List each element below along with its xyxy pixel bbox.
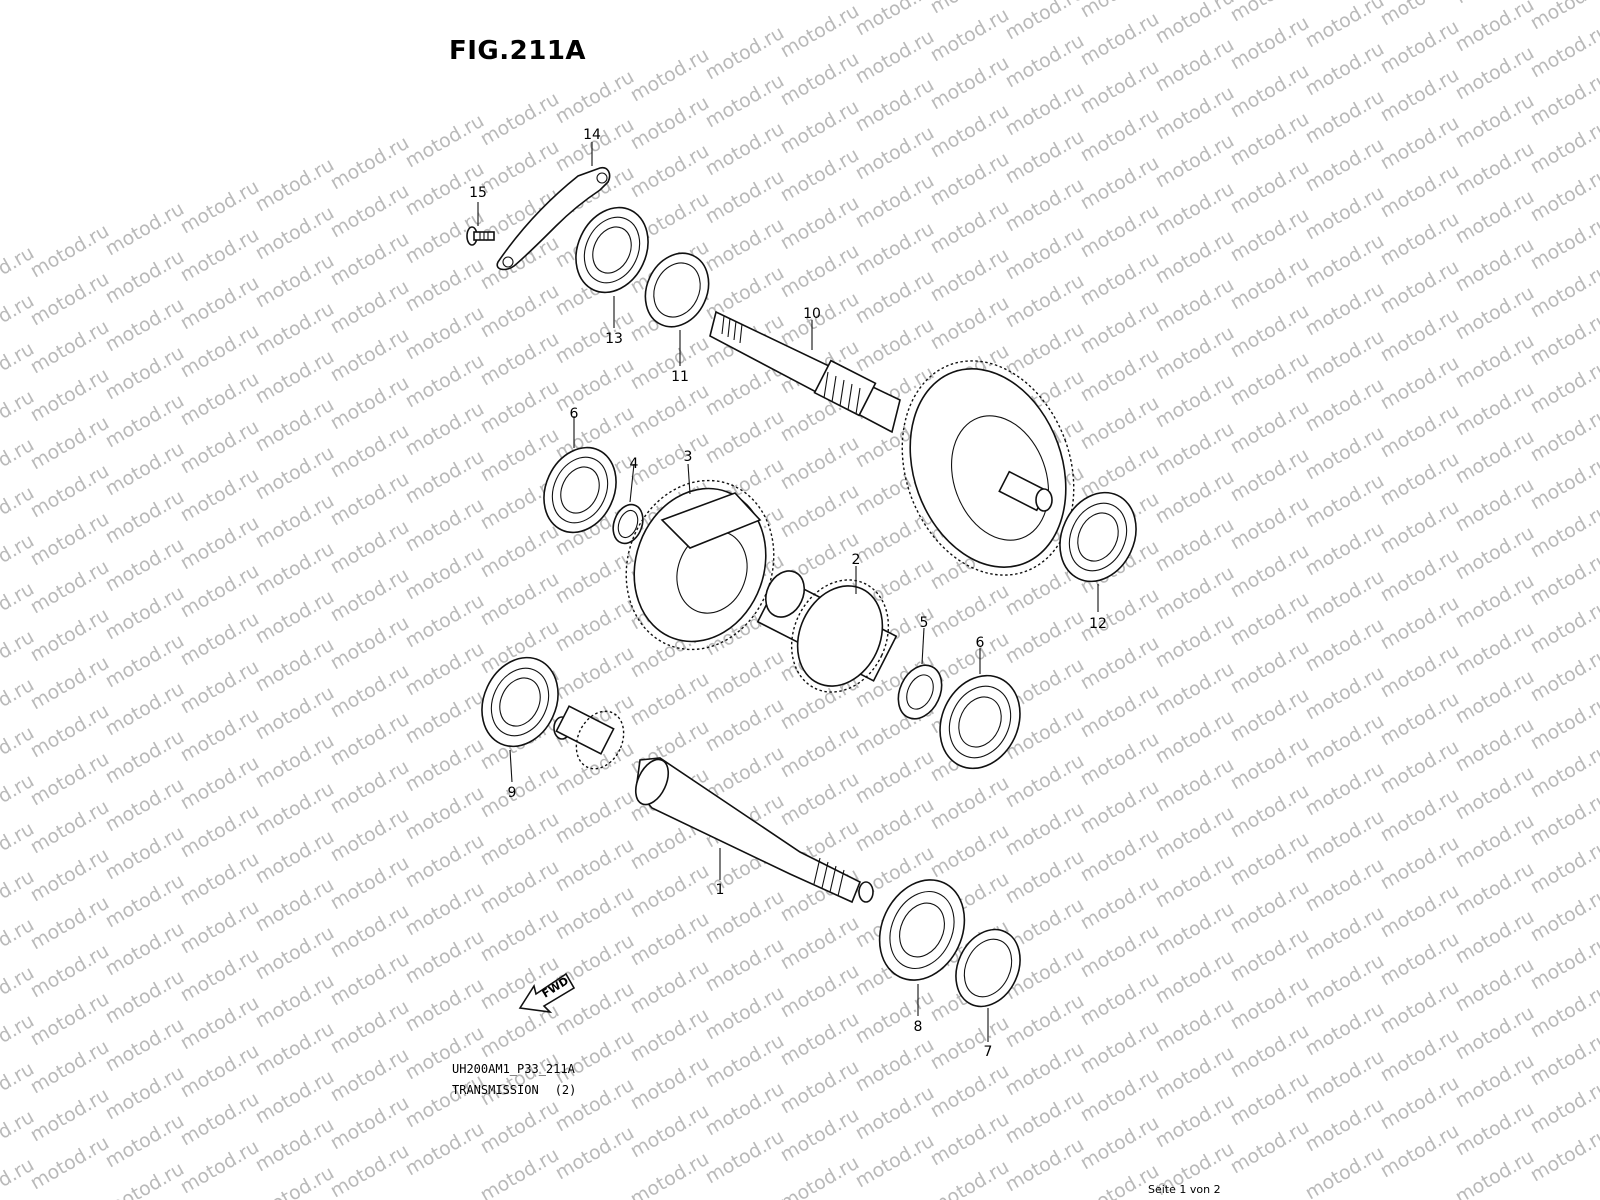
figure-caption: TRANSMISSION (2) xyxy=(452,1083,576,1097)
part-14-plate xyxy=(496,166,611,271)
page-indicator: Seite 1 von 2 xyxy=(1148,1183,1221,1196)
part-2-gear-shaft xyxy=(756,570,898,693)
part-10-countershaft xyxy=(709,310,1075,576)
part-9-bearing xyxy=(481,656,559,748)
part-15-screw xyxy=(466,226,495,246)
part-6-bearing-upper xyxy=(543,446,617,534)
callout-6-lower: 6 xyxy=(976,635,985,651)
callout-1: 1 xyxy=(716,882,725,898)
callout-10: 10 xyxy=(803,306,821,322)
part-7-oil-seal xyxy=(955,928,1021,1008)
callout-11: 11 xyxy=(671,369,689,385)
callout-9: 9 xyxy=(508,785,517,801)
callout-13: 13 xyxy=(605,331,623,347)
callout-7: 7 xyxy=(984,1044,993,1060)
callout-14: 14 xyxy=(583,127,601,143)
callout-15: 15 xyxy=(469,185,487,201)
part-3-gear xyxy=(625,479,775,651)
part-13-bearing xyxy=(575,206,649,294)
part-12-bearing xyxy=(1059,491,1137,583)
figure-title: FIG.211A xyxy=(449,36,587,66)
callout-8: 8 xyxy=(914,1019,923,1035)
part-6-bearing-lower xyxy=(939,674,1021,770)
part-11-oil-seal xyxy=(644,252,710,328)
callout-labels: 1 2 3 4 5 6 6 7 8 9 10 11 12 13 14 15 xyxy=(469,127,1107,1060)
part-5-washer xyxy=(897,664,943,720)
caption-quantity: (2) xyxy=(554,1083,577,1097)
callout-2: 2 xyxy=(852,552,861,568)
caption-name: TRANSMISSION xyxy=(452,1083,539,1097)
callout-3: 3 xyxy=(684,449,693,465)
leader-lines xyxy=(477,142,1099,1042)
drawing-code: UH200AM1_P33_211A xyxy=(452,1062,575,1076)
callout-5: 5 xyxy=(920,615,929,631)
callout-12: 12 xyxy=(1089,616,1107,632)
callout-4: 4 xyxy=(630,456,639,472)
part-8-bearing xyxy=(878,879,966,981)
part-1-input-shaft xyxy=(553,705,874,904)
callout-6-upper: 6 xyxy=(570,406,579,422)
